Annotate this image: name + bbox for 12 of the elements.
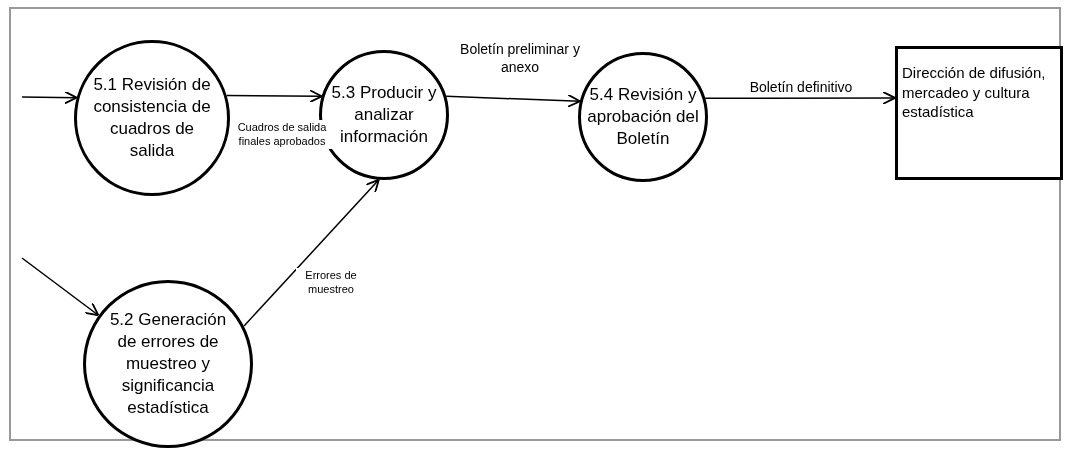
arrow (21, 257, 100, 317)
entity-box (895, 46, 1063, 180)
node-label: 5.2 Generación de errores de muestreo y significancia estadística (108, 308, 228, 420)
node-label: 5.3 Producir y analizar información (330, 81, 438, 149)
node-label: 5.4 Revisión y aprobación del Boletín (586, 83, 700, 151)
node-label: Dirección de difusión, mercadeo y cultura estadística (902, 63, 1047, 122)
arrow (445, 93, 581, 108)
arrow (243, 178, 380, 327)
arrow (704, 91, 896, 105)
node-label: 5.1 Revisión de consistencia de cuadros de salida (92, 73, 212, 163)
arrow (21, 90, 78, 105)
arrow (225, 89, 323, 104)
